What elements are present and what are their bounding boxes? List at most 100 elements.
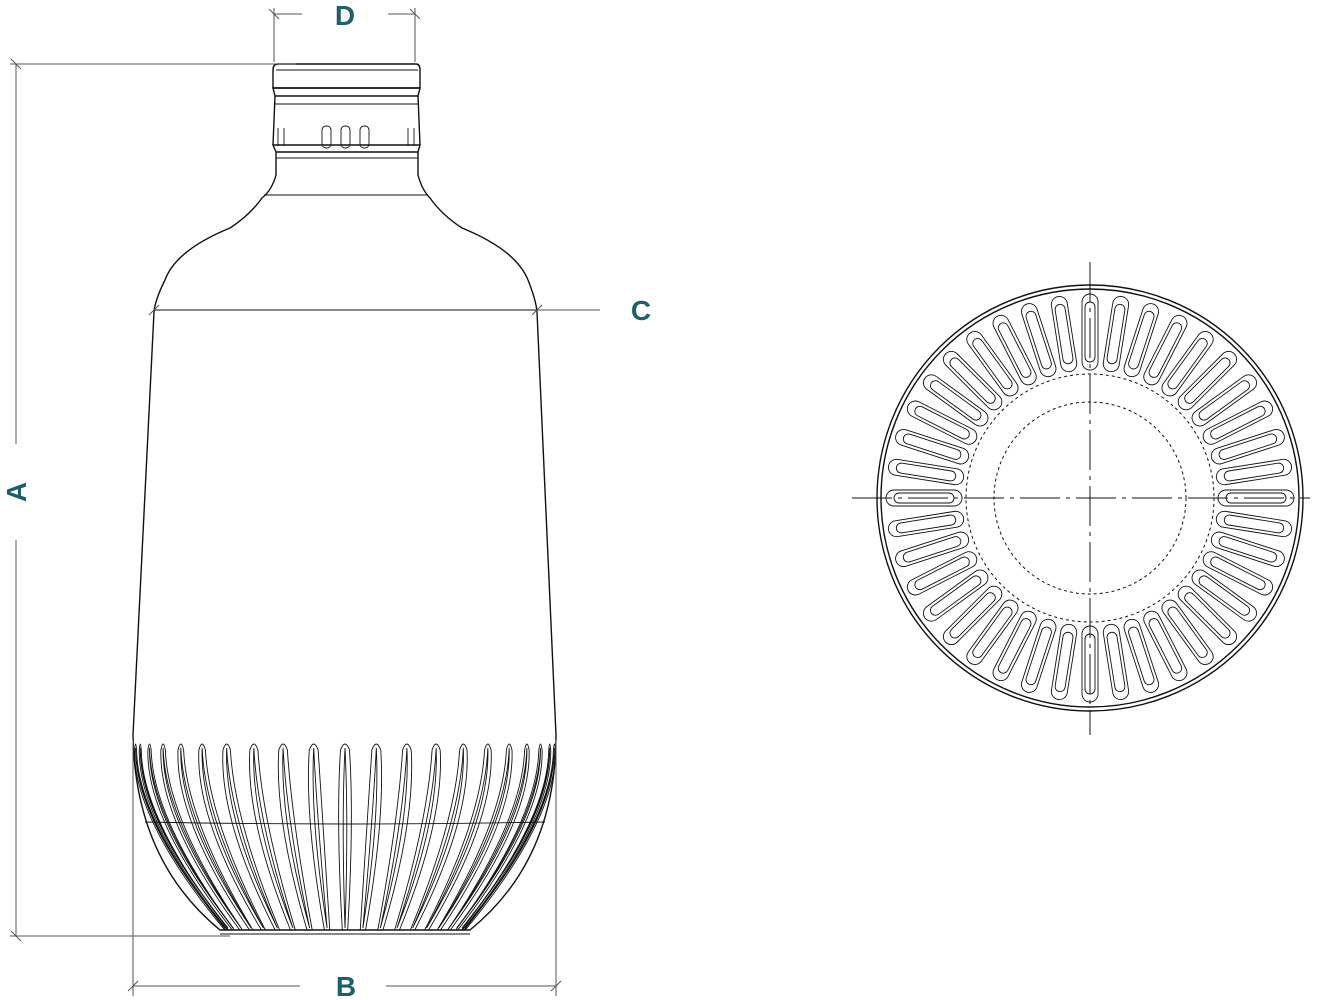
- top-flute: [887, 458, 965, 486]
- top-flute-inner: [972, 606, 1013, 658]
- top-flute-inner: [1148, 618, 1183, 674]
- base-flute: [160, 743, 243, 931]
- top-flute-inner: [997, 322, 1032, 378]
- base-flute-inner: [149, 747, 234, 929]
- top-flute: [1020, 303, 1057, 378]
- base-flute-inner: [226, 747, 278, 929]
- top-flute-inner: [1184, 592, 1231, 639]
- top-flute: [895, 531, 970, 568]
- top-flute-inner: [1167, 606, 1208, 658]
- dimension-label-b: B: [336, 971, 356, 1000]
- dimension-lines: [10, 8, 600, 996]
- bottle-side-view: [132, 63, 557, 935]
- top-flute-inner: [1223, 514, 1285, 534]
- top-flute: [1020, 618, 1057, 693]
- base-flute-inner: [461, 747, 551, 929]
- base-flute-inner: [448, 747, 528, 929]
- top-flute: [1191, 374, 1258, 427]
- base-flute-inner: [464, 747, 555, 929]
- base-flutes: [134, 743, 556, 931]
- top-flute-inner: [1198, 575, 1250, 616]
- top-flute: [1215, 458, 1293, 486]
- base-flute: [338, 743, 352, 931]
- base-flute: [147, 743, 235, 931]
- top-flute: [1143, 314, 1188, 386]
- top-view-flutes: [885, 293, 1295, 703]
- base-flute: [447, 743, 530, 931]
- top-flute: [1050, 295, 1078, 373]
- base-flute: [222, 743, 281, 931]
- base-flute-inner: [396, 747, 437, 929]
- base-flute-inner: [312, 747, 328, 929]
- top-flute-inner: [997, 618, 1032, 674]
- top-flute-inner: [1223, 462, 1285, 482]
- top-flute-inner: [1218, 433, 1278, 460]
- top-flute: [1102, 623, 1130, 701]
- top-flute: [942, 350, 1003, 411]
- top-flute: [1123, 303, 1160, 378]
- dimension-label-c: C: [631, 295, 651, 326]
- top-flute-inner: [1218, 536, 1278, 563]
- top-flute: [1123, 618, 1160, 693]
- top-flute: [942, 585, 1003, 646]
- base-flute-inner: [456, 747, 541, 929]
- top-flute: [1161, 599, 1214, 666]
- top-flute-inner: [1054, 303, 1074, 365]
- top-flute: [1050, 623, 1078, 701]
- top-flute-inner: [902, 433, 962, 460]
- dimension-label-d: D: [335, 0, 355, 31]
- top-flute: [1210, 428, 1285, 465]
- top-flute: [887, 510, 965, 538]
- base-flute: [134, 743, 227, 931]
- bottle-top-view: [852, 262, 1310, 735]
- base-flute-inner: [426, 747, 489, 929]
- top-flute: [1161, 330, 1214, 397]
- base-flute: [308, 743, 331, 931]
- top-flute: [922, 374, 989, 427]
- top-flute-inner: [1210, 556, 1266, 591]
- base-flute-inner: [162, 747, 242, 929]
- top-flute-inner: [1148, 322, 1183, 378]
- top-flute: [1102, 295, 1130, 373]
- top-flute-inner: [1167, 338, 1208, 390]
- base-flute-inner: [362, 747, 378, 929]
- bottle-body: [132, 152, 557, 935]
- top-flute-inner: [930, 380, 982, 421]
- base-flute: [359, 743, 382, 931]
- base-flute: [198, 743, 266, 931]
- bottle-finish: [271, 63, 421, 159]
- base-flute: [409, 743, 468, 931]
- top-flute: [992, 610, 1037, 682]
- top-flute: [1202, 400, 1274, 445]
- top-flute: [906, 400, 978, 445]
- top-flute-inner: [1025, 310, 1052, 370]
- top-flute-inner: [949, 592, 996, 639]
- top-flute-inner: [895, 514, 957, 534]
- top-flute: [1191, 569, 1258, 622]
- top-flute: [922, 569, 989, 622]
- base-flute: [436, 743, 513, 931]
- base-flute-inner: [180, 747, 252, 929]
- dimension-label-a: A: [1, 482, 32, 502]
- top-flute: [1202, 551, 1274, 596]
- top-flute-inner: [1128, 626, 1155, 686]
- base-flute-inner: [139, 747, 229, 929]
- top-flute-inner: [1025, 626, 1052, 686]
- top-flute: [992, 314, 1037, 386]
- base-flute: [455, 743, 543, 931]
- top-flute: [1177, 585, 1238, 646]
- base-flute: [249, 743, 296, 931]
- top-flute-inner: [902, 536, 962, 563]
- base-flute-inner: [282, 747, 311, 929]
- top-flute-inner: [1106, 631, 1126, 693]
- base-flute-inner: [342, 747, 348, 929]
- top-flute-inner: [1198, 380, 1250, 421]
- top-flute: [966, 599, 1019, 666]
- base-flute-inner: [253, 747, 294, 929]
- top-flute-inner: [914, 556, 970, 591]
- base-flute-inner: [412, 747, 464, 929]
- top-flute: [1177, 350, 1238, 411]
- base-flute-inner: [379, 747, 408, 929]
- base-flute: [177, 743, 254, 931]
